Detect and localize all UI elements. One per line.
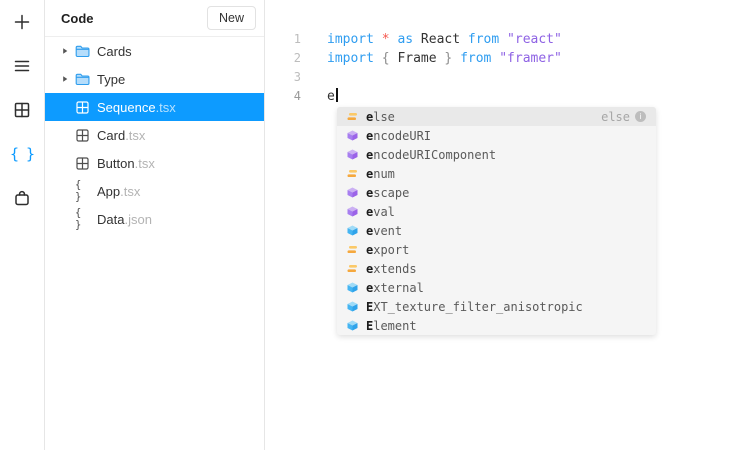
autocomplete-item-export[interactable]: export [337,240,656,259]
autocomplete-item-external[interactable]: external [337,278,656,297]
autocomplete-label: encodeURI [366,128,432,143]
autocomplete-item-ext_texture_filter_anisotropic[interactable]: EXT_texture_filter_anisotropic [337,297,656,316]
panel-header: Code New [45,0,264,37]
code-line-2[interactable]: 2 import { Frame } from "framer" [265,49,730,68]
autocomplete-label: escape [366,185,410,200]
variable-icon [347,225,358,236]
line-content: import * as React from "react" [327,32,562,47]
tree-item-button-tsx[interactable]: Button.tsx [45,149,264,177]
info-icon[interactable]: i [635,111,646,122]
tree-item-extension: .tsx [125,127,146,143]
function-icon [347,206,358,217]
tree-item-label: Cards [97,43,132,59]
text-cursor [335,88,338,102]
line-content [301,68,327,87]
code-line-3[interactable]: 3 [265,68,730,87]
new-file-button[interactable]: New [206,6,256,30]
tree-item-extension: .tsx [134,155,155,171]
braces-file-icon: { } [75,179,81,203]
tree-item-data-json[interactable]: { } Data.json [45,205,264,233]
grid-file-icon [75,100,90,114]
keyword-icon [347,263,358,274]
autocomplete-item-element[interactable]: Element [337,316,656,335]
variable-icon [347,282,358,293]
autocomplete-item-escape[interactable]: escape [337,183,656,202]
line-number: 4 [293,89,301,103]
sidebar-layers-button[interactable] [0,44,44,88]
variable-icon [347,301,358,312]
tree-item-extension: .tsx [120,183,141,199]
autocomplete-label: else [366,109,395,124]
function-icon [347,130,358,141]
tree-item-label: Button.tsx [97,155,155,171]
caret-icon[interactable] [61,75,75,83]
keyword-icon [347,111,358,122]
autocomplete-item-encodeuri[interactable]: encodeURI [337,126,656,145]
autocomplete-label: EXT_texture_filter_anisotropic [366,299,583,314]
tree-item-label: Data.json [97,211,152,227]
tree-item-extension: .tsx [155,99,176,115]
caret-icon[interactable] [61,47,75,55]
grid-file-icon [75,128,90,142]
tree-item-type[interactable]: Type [45,65,264,93]
function-icon [347,187,358,198]
braces-icon: { } [9,145,35,163]
sidebar-components-button[interactable] [0,88,44,132]
sidebar-code-button[interactable]: { } [0,132,44,176]
bag-icon [12,188,32,208]
panel-title: Code [61,10,94,26]
autocomplete-label: encodeURIComponent [366,147,497,162]
code-editor[interactable]: 1 import * as React from "react" 2 import {… [265,0,730,450]
tree-item-label: Card.tsx [97,127,146,143]
folder-file-icon [75,73,90,86]
autocomplete-item-event[interactable]: event [337,221,656,240]
autocomplete-label: external [366,280,424,295]
code-lines: 1 import * as React from "react" 2 import {… [265,0,730,106]
autocomplete-label: eval [366,204,395,219]
tree-item-cards[interactable]: Cards [45,37,264,65]
autocomplete-label: export [366,242,410,257]
line-content: e [301,87,338,106]
folder-file-icon [75,45,90,58]
line-number: 2 [293,51,301,65]
keyword-icon [347,244,358,255]
tree-item-card-tsx[interactable]: Card.tsx [45,121,264,149]
autocomplete-label: Element [366,318,417,333]
menu-icon [12,56,32,76]
braces-file-icon: { } [75,207,81,231]
code-line-1[interactable]: 1 import * as React from "react" [265,30,730,49]
line-number: 3 [293,70,301,84]
tree-item-label: App.tsx [97,183,141,199]
grid-file-icon [75,156,90,170]
sidebar-add-button[interactable] [0,0,44,44]
grid-icon [12,100,32,120]
tool-sidebar: { } [0,0,45,450]
autocomplete-label: event [366,223,403,238]
autocomplete-item-extends[interactable]: extends [337,259,656,278]
tree-item-sequence-tsx[interactable]: Sequence.tsx [45,93,264,121]
tree-item-label: Type [97,71,126,87]
function-icon [347,149,358,160]
autocomplete-label: extends [366,261,417,276]
plus-icon [12,12,32,32]
variable-icon [347,320,358,331]
autocomplete-item-encodeuricomponent[interactable]: encodeURIComponent [337,145,656,164]
sidebar-assets-button[interactable] [0,176,44,220]
tree-item-label: Sequence.tsx [97,99,176,115]
autocomplete-item-eval[interactable]: eval [337,202,656,221]
autocomplete-item-enum[interactable]: enum [337,164,656,183]
tree-item-app-tsx[interactable]: { } App.tsx [45,177,264,205]
tree-item-extension: .json [124,211,152,227]
line-content: import { Frame } from "framer" [327,51,562,66]
line-number: 1 [293,32,301,46]
autocomplete-label: enum [366,166,395,181]
keyword-icon [347,168,358,179]
